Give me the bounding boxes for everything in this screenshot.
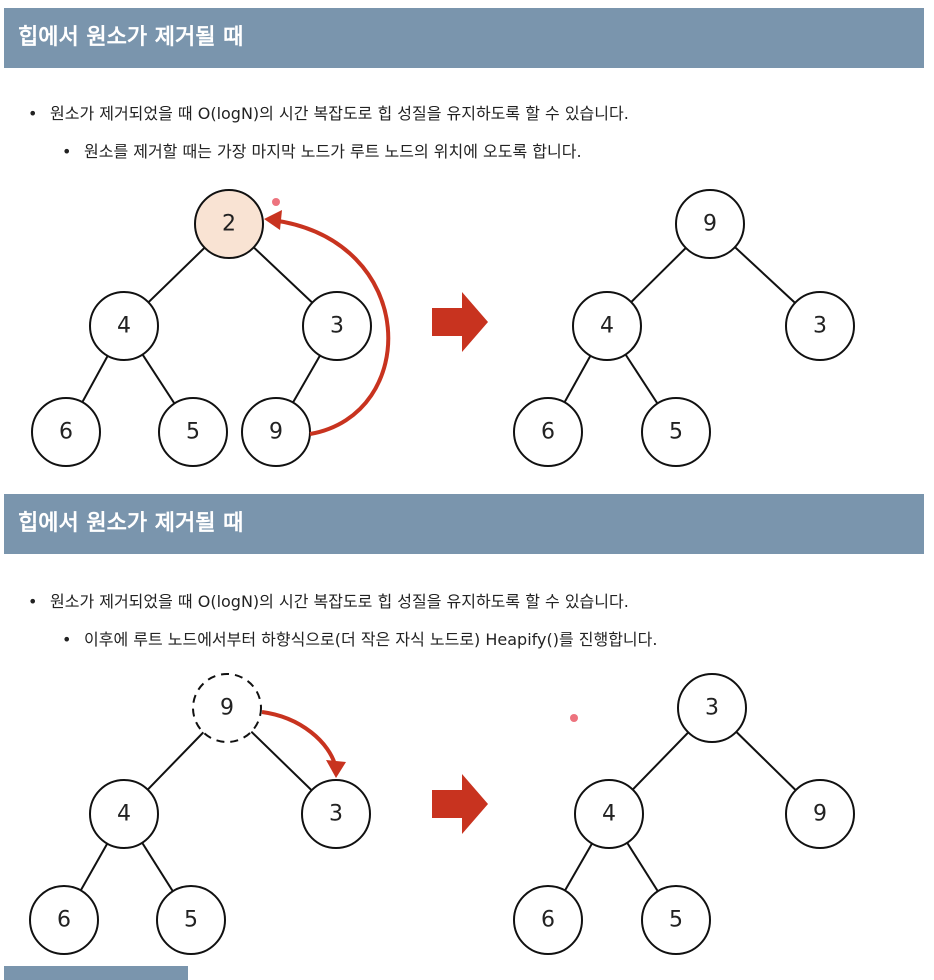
swap-curve-arrow (261, 710, 338, 769)
tree-node (158, 397, 228, 467)
tree-node (513, 885, 583, 955)
node-label: 4 (600, 314, 614, 339)
node-label: 5 (669, 908, 683, 933)
section-1-bullet-2: • 원소를 제거할 때는 가장 마지막 노드가 루트 노드의 위치에 오도록 합니… (62, 138, 582, 162)
arrow-head-icon (326, 760, 346, 778)
node-label: 9 (220, 696, 234, 721)
section-2-title-banner: 힙에서 원소가 제거될 때 (4, 494, 924, 554)
bullet-dot-icon: • (62, 142, 72, 161)
node-label: 5 (186, 420, 200, 445)
tree-node (574, 779, 644, 849)
transition-arrow-icon (432, 292, 488, 352)
section-2-bullet-2-text: 이후에 루트 노드에서부터 하향식으로(더 작은 자식 노드로) Heapify… (84, 630, 658, 649)
section-2-title: 힙에서 원소가 제거될 때 (18, 511, 244, 536)
tree-node (785, 291, 855, 361)
section-2-diagram: 9 4 3 6 5 3 4 9 6 5 (29, 673, 855, 955)
tree-node (89, 779, 159, 849)
tree-node (29, 885, 99, 955)
section-2-bullet-1: • 원소가 제거되었을 때 O(logN)의 시간 복잡도로 힙 성질을 유지하도… (28, 588, 629, 612)
node-label: 2 (222, 212, 236, 237)
node-label: 4 (117, 802, 131, 827)
node-label: 3 (705, 696, 719, 721)
tree-node (31, 397, 101, 467)
section-1-title-banner: 힙에서 원소가 제거될 때 (4, 8, 924, 68)
section-1-title: 힙에서 원소가 제거될 때 (18, 25, 244, 50)
node-label: 6 (541, 420, 555, 445)
node-label: 6 (57, 908, 71, 933)
node-label: 6 (541, 908, 555, 933)
bullet-dot-icon: • (62, 630, 72, 649)
tree-node (89, 291, 159, 361)
node-label: 5 (669, 420, 683, 445)
node-label: 4 (602, 802, 616, 827)
node-label: 9 (269, 420, 283, 445)
node-label: 3 (330, 314, 344, 339)
arrow-head-icon (264, 210, 282, 230)
tree-node-root (677, 673, 747, 743)
move-curve-arrow (271, 218, 391, 436)
node-label: 3 (813, 314, 827, 339)
section-2-bullet-1-text: 원소가 제거되었을 때 O(logN)의 시간 복잡도로 힙 성질을 유지하도록… (50, 592, 629, 611)
section-2-bullet-2: • 이후에 루트 노드에서부터 하향식으로(더 작은 자식 노드로) Heapif… (62, 626, 657, 650)
tree-node (156, 885, 226, 955)
section-1-diagram: 2 4 3 6 5 9 9 4 3 6 5 (31, 189, 855, 467)
tree-node-root-dashed (192, 673, 262, 743)
section-1-bullet-1: • 원소가 제거되었을 때 O(logN)의 시간 복잡도로 힙 성질을 유지하도… (28, 100, 629, 124)
section-1-bullet-2-text: 원소를 제거할 때는 가장 마지막 노드가 루트 노드의 위치에 오도록 합니다… (84, 142, 582, 161)
node-label: 9 (703, 212, 717, 237)
node-label: 5 (184, 908, 198, 933)
node-label: 9 (813, 802, 827, 827)
tree-node (785, 779, 855, 849)
node-label: 6 (59, 420, 73, 445)
tree-node (302, 291, 372, 361)
transition-arrow-icon (432, 774, 488, 834)
node-label: 4 (117, 314, 131, 339)
tree-node (301, 779, 371, 849)
cursor-dot-icon (272, 198, 280, 206)
bullet-dot-icon: • (28, 592, 38, 611)
next-section-banner-edge (4, 966, 188, 980)
bullet-dot-icon: • (28, 104, 38, 123)
tree-node (513, 397, 583, 467)
tree-node-root (675, 189, 745, 259)
section-1-bullet-1-text: 원소가 제거되었을 때 O(logN)의 시간 복잡도로 힙 성질을 유지하도록… (50, 104, 629, 123)
tree-node (641, 397, 711, 467)
cursor-dot-icon (570, 714, 578, 722)
tree-node (641, 885, 711, 955)
node-label: 3 (329, 802, 343, 827)
tree-node (572, 291, 642, 361)
tree-node-root (194, 189, 264, 259)
